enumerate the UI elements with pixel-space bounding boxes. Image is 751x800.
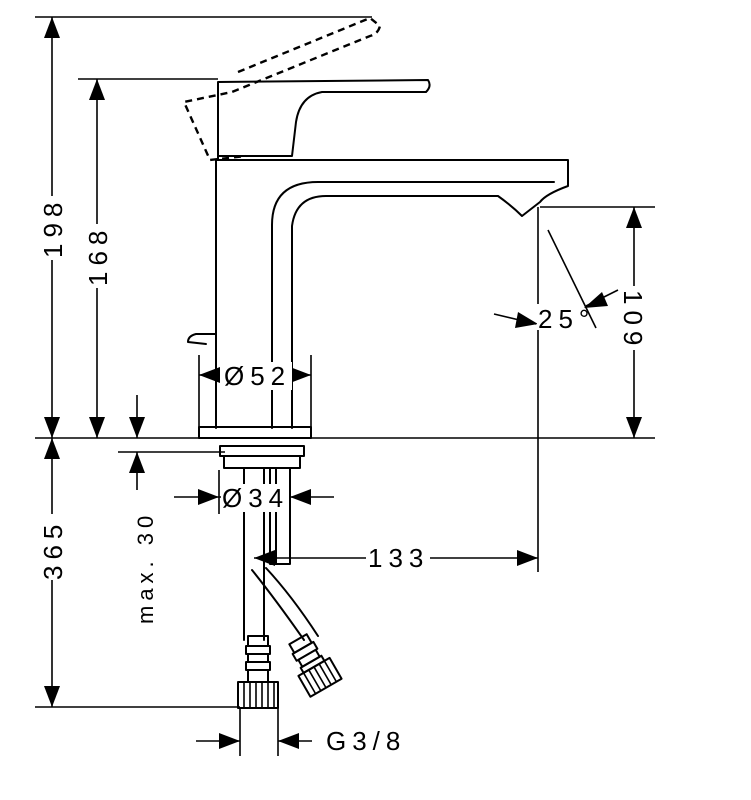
label-133: 133: [368, 543, 429, 573]
spray-angle-line: [547, 229, 597, 329]
mounting-nut: [223, 455, 301, 469]
body-outline: [215, 159, 569, 429]
lever-open-position: [182, 16, 382, 162]
label-109: 109: [618, 290, 648, 351]
label-d52: Ø52: [224, 361, 291, 391]
faucet-body: [182, 16, 569, 439]
popup-rod: [187, 333, 217, 345]
label-365: 365: [38, 519, 68, 580]
dimension-lines: [44, 17, 642, 756]
lever-handle: [217, 79, 431, 157]
dimension-labels: 198 168 365 max. 30 109 Ø52 Ø34 133 25° …: [38, 196, 648, 756]
hose-right: [251, 567, 319, 641]
label-198: 198: [38, 197, 68, 258]
label-max-30: max. 30: [133, 511, 158, 624]
reference-lines: [35, 16, 655, 708]
label-168: 168: [83, 225, 113, 286]
installation-parts: [219, 445, 343, 709]
label-d34: Ø34: [222, 483, 289, 513]
spout-inner-contour: [271, 181, 555, 429]
label-25-degrees: 25°: [538, 304, 595, 334]
left-hose-connector: [237, 635, 279, 709]
mounting-washer: [219, 445, 305, 457]
threaded-shank: [269, 467, 291, 565]
label-g38: G3/8: [326, 726, 406, 756]
right-hose-connector: [288, 633, 343, 698]
